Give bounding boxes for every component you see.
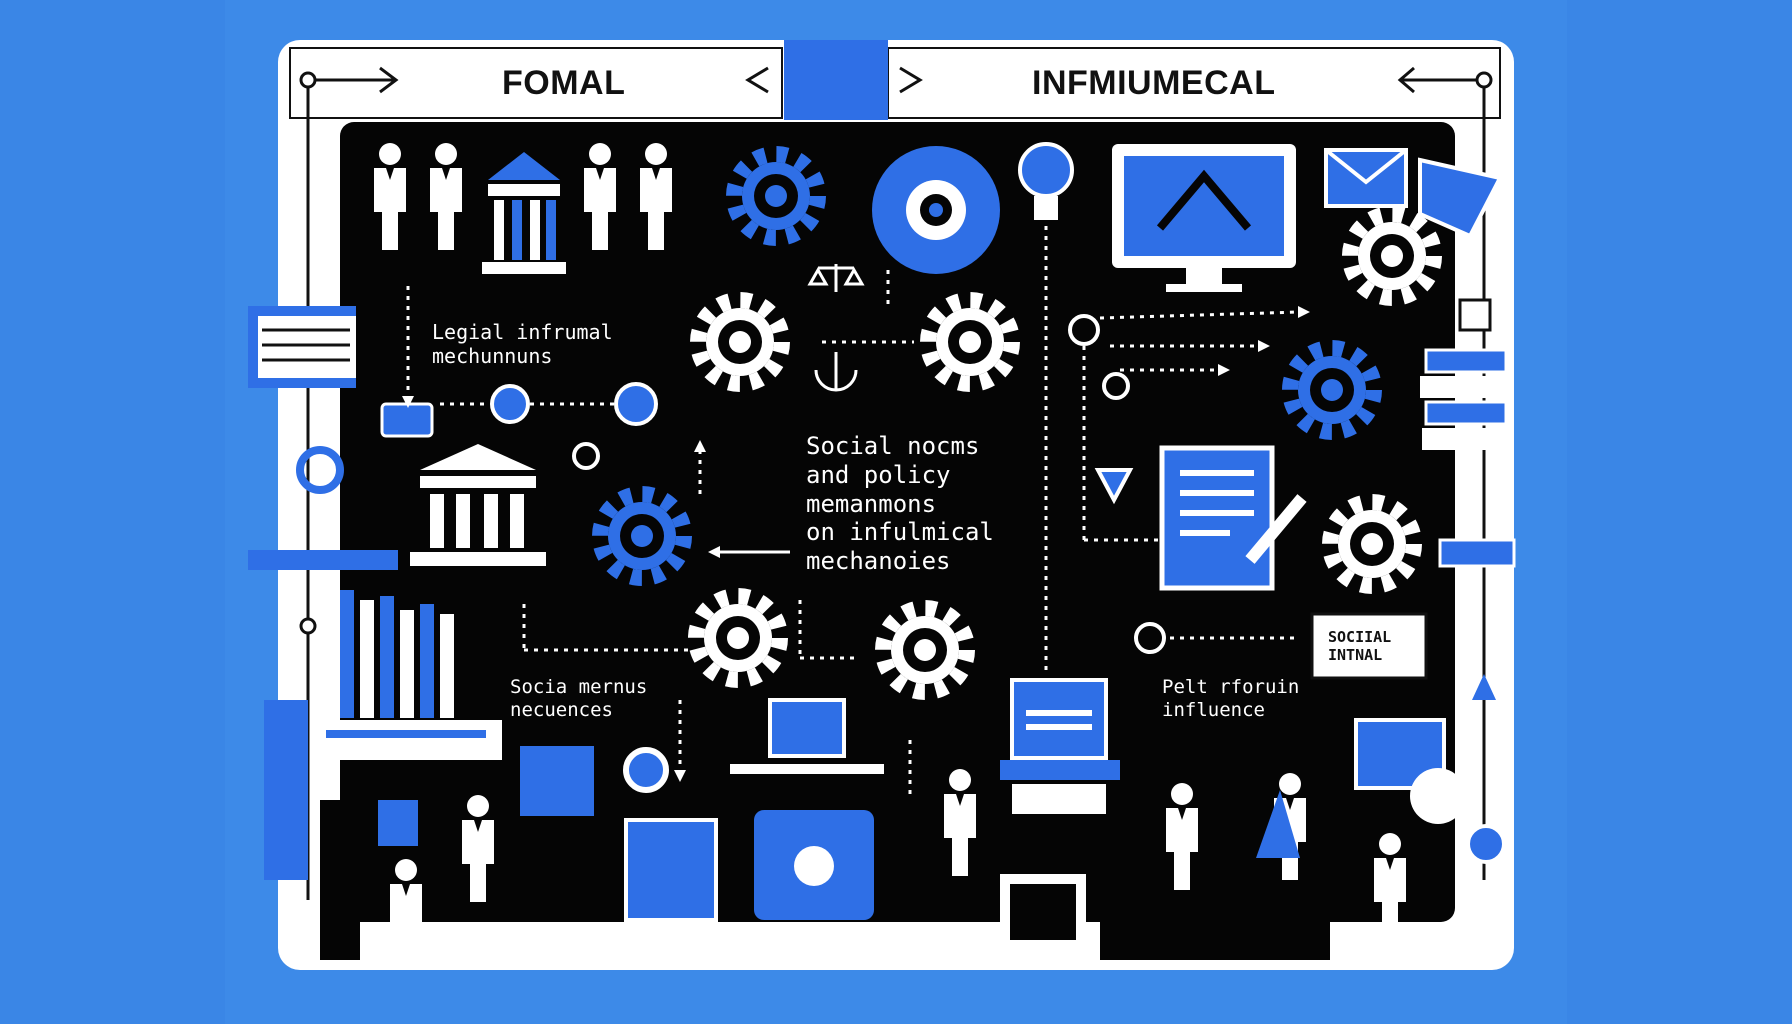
monitor-icon [730,698,884,920]
target-icon [872,146,1000,274]
title-informal: INFMIUMECAL [1032,64,1276,102]
gear-icon [1330,502,1414,586]
document-icon [378,746,1086,950]
gear-icon [696,596,780,680]
monitor-icon [1112,144,1296,292]
document-pen-icon [1159,445,1307,591]
scales-icon [807,264,865,392]
sign-board-icon [1310,612,1506,864]
arrow-up-icon [1472,674,1496,820]
gear-icon [734,154,818,238]
bank-building-icon [410,444,546,566]
bank-building-icon [482,152,566,274]
envelope-icon [1324,148,1503,239]
title-formal: FOMAL [502,64,626,102]
gear-icon [928,300,1012,384]
gear-icon [1350,214,1434,298]
gear-icon [883,608,967,692]
magnifier-icon [623,747,718,922]
gear-icon [698,300,782,384]
lightbulb-icon [1018,142,1074,220]
calendar-icon [1000,678,1120,814]
label-legal-mechanisms: Legial infrumal mechunnuns [432,320,613,368]
label-peer-influence: Pelt rforuin influence [1162,676,1300,721]
gear-icon [1290,348,1374,432]
label-center-social-norms: Social nocms and policy memanmons on inf… [806,432,994,576]
books-icon [248,306,502,880]
label-social-menus: Socia mernus necuences [510,676,648,721]
books-icon [1420,348,1516,568]
black-panel [340,122,1455,922]
label-sign-social: SOCIIAL INTNAL [1328,628,1392,664]
gear-icon [600,494,684,578]
